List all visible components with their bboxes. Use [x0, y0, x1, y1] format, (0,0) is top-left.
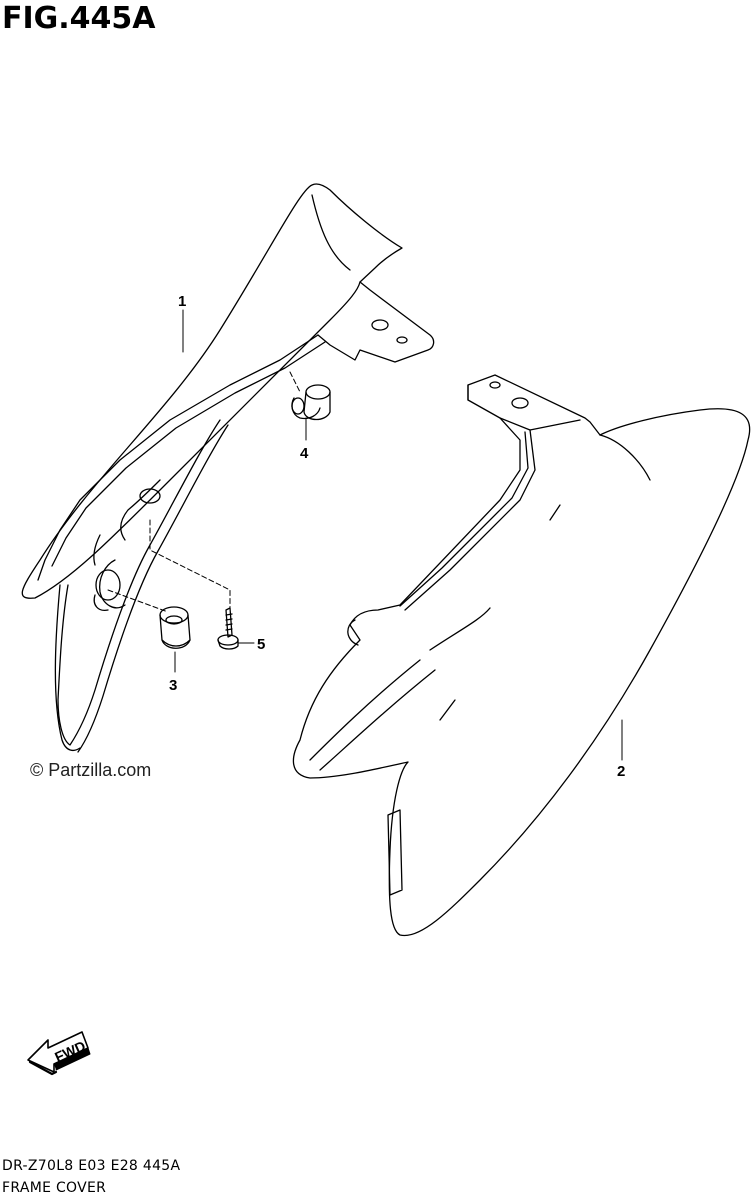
fwd-arrow-icon: FWD [27, 1031, 91, 1076]
callout-1: 1 [178, 293, 186, 310]
footer-code: DR-Z70L8 E03 E28 445A [2, 1158, 181, 1174]
part-4-grommet[interactable] [291, 384, 331, 421]
callout-5: 5 [257, 636, 265, 653]
part-2-right-frame-cover[interactable] [292, 374, 751, 937]
part-3-grommet[interactable] [159, 606, 191, 649]
leader-lines [107, 309, 623, 761]
callout-4: 4 [300, 445, 309, 462]
callout-2: 2 [617, 763, 625, 780]
callout-3: 3 [169, 677, 177, 694]
part-5-screw[interactable] [217, 607, 239, 650]
partzilla-watermark: © Partzilla.com [30, 760, 152, 780]
part-1-left-frame-cover[interactable] [21, 183, 435, 753]
footer-name: FRAME COVER [2, 1180, 107, 1196]
figure-title: FIG.445A [2, 1, 156, 36]
